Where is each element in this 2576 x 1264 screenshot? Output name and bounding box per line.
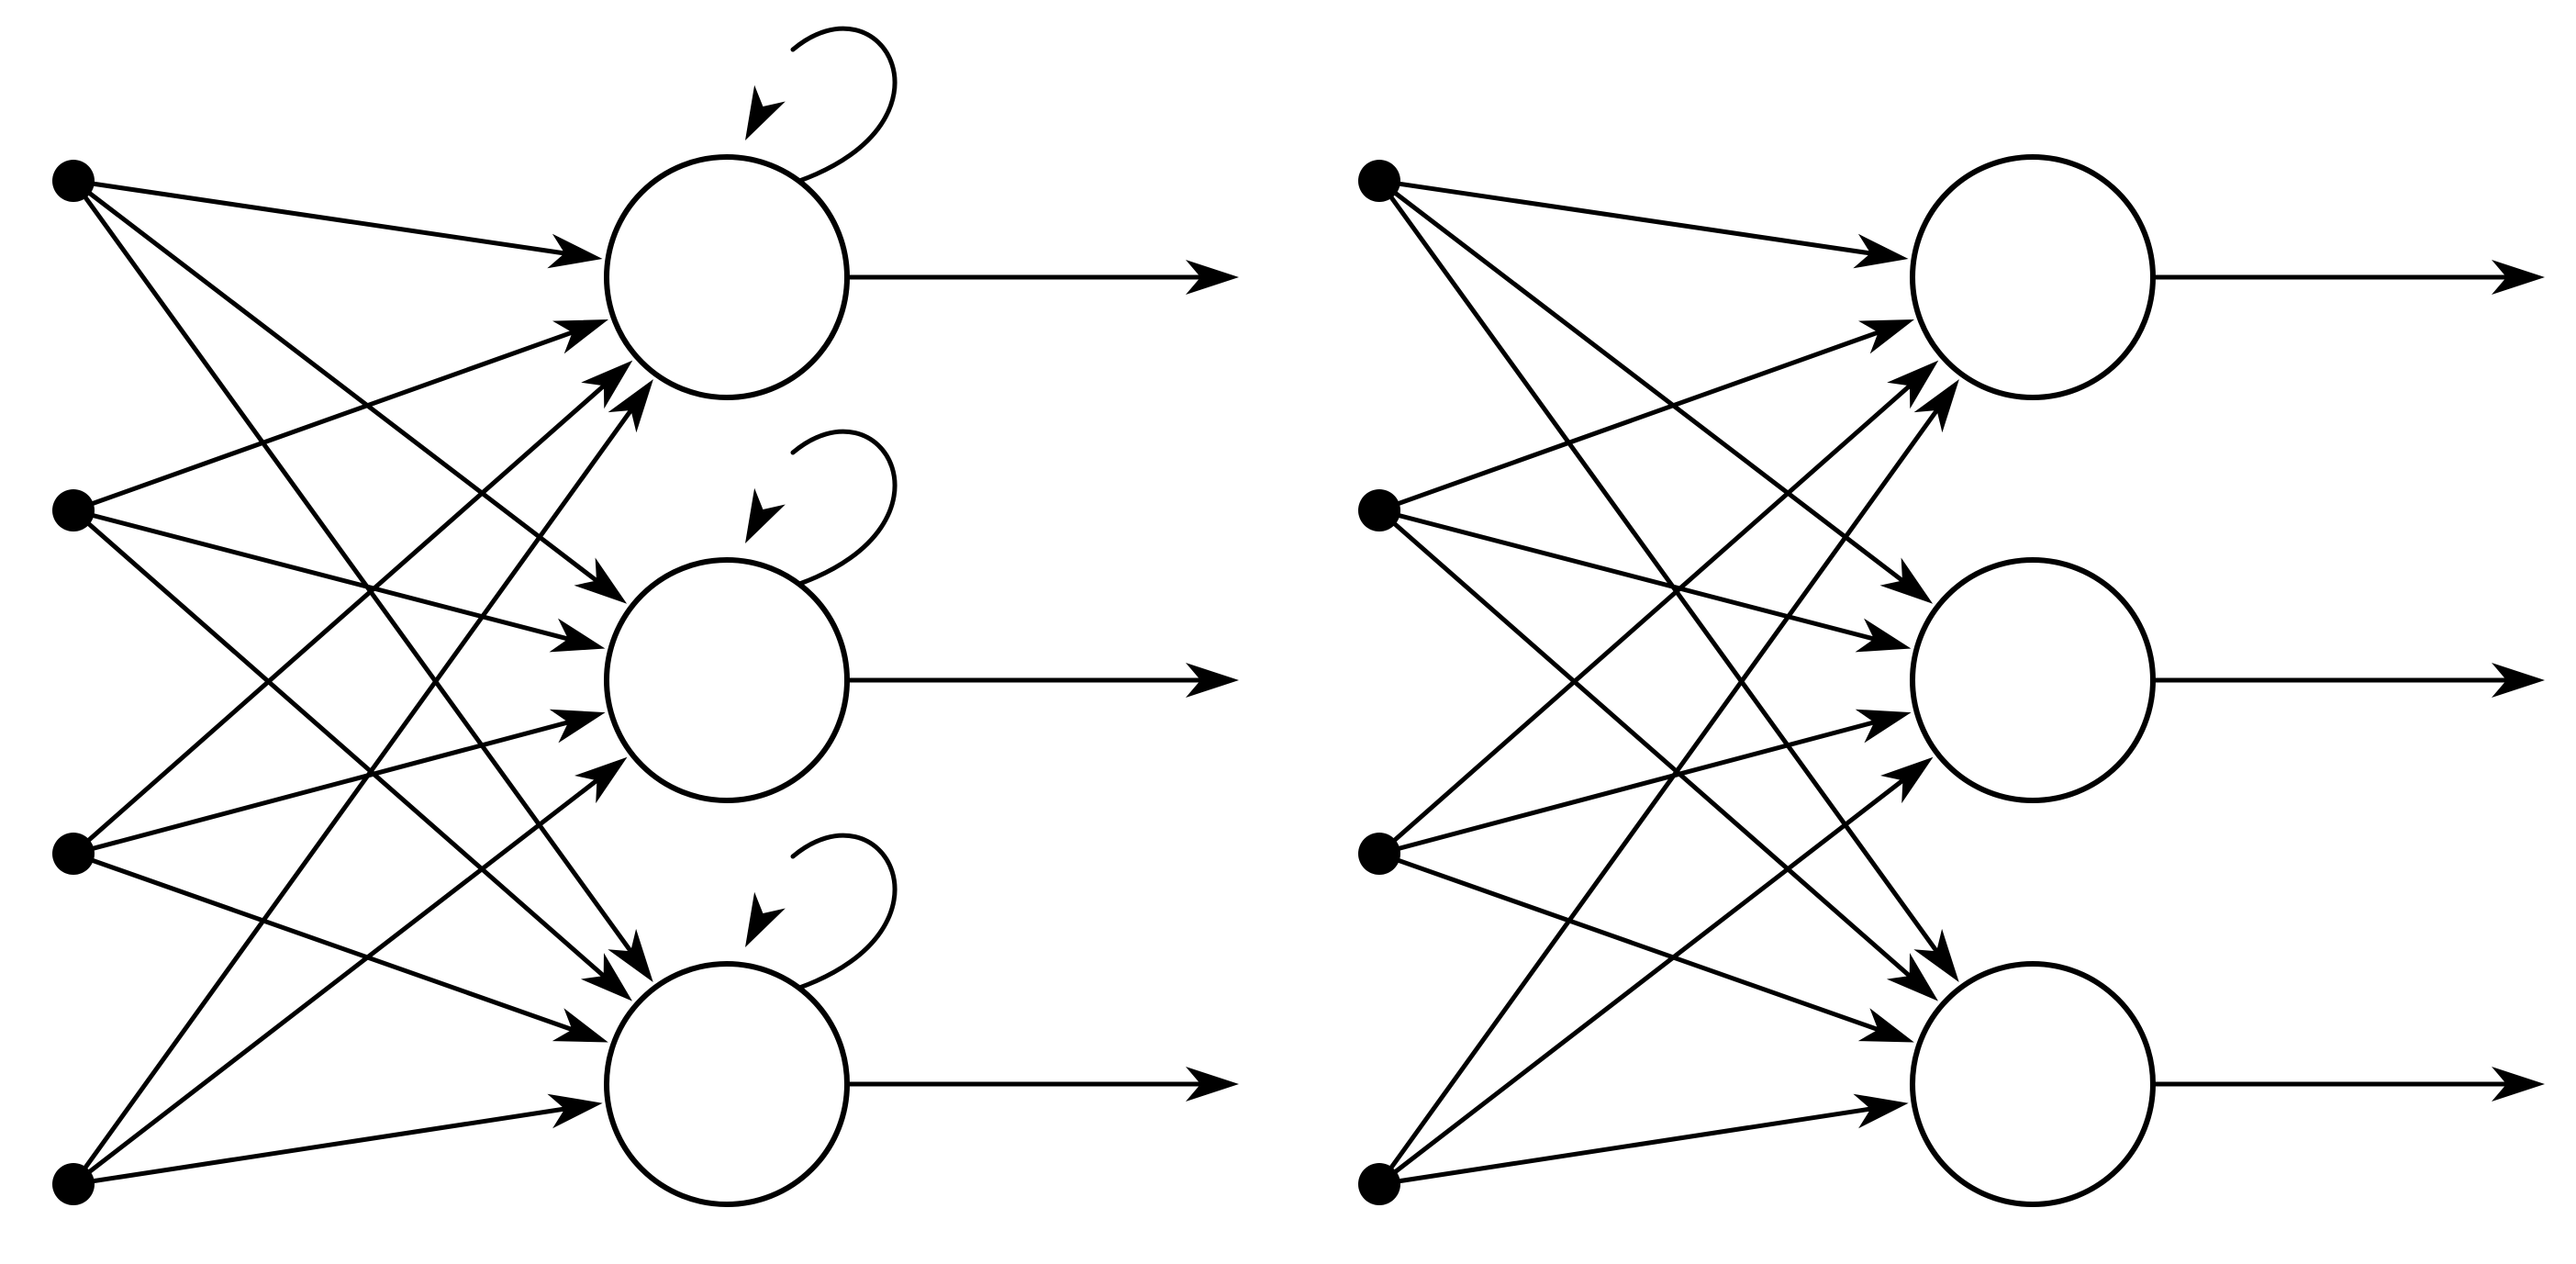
- connection-edge: [71, 178, 634, 955]
- self-loop-arrowhead: [745, 891, 786, 947]
- input-node: [52, 833, 95, 875]
- connection-arrowhead: [1855, 618, 1912, 653]
- connection-edge: [71, 407, 634, 1187]
- connection-arrowhead: [1886, 953, 1938, 1001]
- input-node: [1358, 833, 1400, 875]
- connection-arrowhead: [1887, 360, 1939, 409]
- connection-arrowhead: [1858, 319, 1914, 354]
- connection-edge: [71, 720, 572, 856]
- connection-edge: [1377, 407, 1940, 1187]
- self-loop-edge: [790, 833, 898, 990]
- connection-arrowhead: [1913, 928, 1959, 982]
- connection-edge: [1377, 508, 1912, 979]
- connection-arrowhead: [552, 319, 608, 354]
- connection-edge: [71, 777, 600, 1187]
- connection-arrowhead: [549, 618, 606, 653]
- recurrent-network-panel: [52, 26, 1239, 1207]
- neuron-node: [604, 961, 850, 1207]
- connection-arrowhead: [1913, 379, 1959, 433]
- connection-arrowhead: [1853, 233, 1909, 269]
- self-loop-arrowhead: [745, 84, 786, 140]
- output-arrowhead: [2492, 260, 2545, 295]
- connection-arrowhead: [1857, 1008, 1914, 1043]
- connection-edge: [1377, 851, 1881, 1033]
- connection-edge: [71, 330, 576, 513]
- connection-edge: [1377, 330, 1882, 513]
- connection-arrowhead: [1853, 1093, 1909, 1129]
- neuron-node: [1910, 557, 2156, 803]
- input-node: [1358, 1163, 1400, 1205]
- neuron-node: [1910, 154, 2156, 400]
- input-node: [52, 160, 95, 202]
- neuron-node: [1910, 961, 2156, 1207]
- connection-edge: [1377, 178, 1940, 955]
- connection-arrowhead: [581, 360, 633, 409]
- connection-edge: [1377, 178, 1874, 256]
- connection-arrowhead: [574, 756, 628, 804]
- connection-arrowhead: [1880, 756, 1934, 804]
- input-node: [1358, 160, 1400, 202]
- connection-arrowhead: [574, 557, 628, 604]
- connection-edge: [1377, 720, 1878, 856]
- connection-edge: [1377, 178, 1906, 584]
- output-arrowhead: [2492, 663, 2545, 698]
- input-node: [52, 489, 95, 531]
- connection-arrowhead: [1855, 709, 1912, 744]
- output-arrowhead: [2492, 1067, 2545, 1102]
- connection-edge: [71, 178, 568, 256]
- self-loop-edge: [790, 26, 898, 184]
- feedforward-network-panel: [1358, 154, 2545, 1207]
- self-loop-edge: [790, 429, 898, 587]
- connection-edge: [71, 508, 607, 979]
- input-node: [1358, 489, 1400, 531]
- neuron-node: [604, 154, 850, 400]
- connection-arrowhead: [608, 379, 653, 433]
- connection-arrowhead: [1879, 557, 1934, 604]
- input-node: [52, 1163, 95, 1205]
- connection-edge: [1377, 383, 1913, 856]
- output-arrowhead: [1186, 663, 1239, 698]
- connection-arrowhead: [547, 233, 603, 269]
- connection-edge: [71, 1106, 568, 1187]
- connection-edge: [71, 383, 608, 856]
- connection-arrowhead: [549, 709, 606, 744]
- connection-arrowhead: [552, 1008, 608, 1043]
- self-loop-arrowhead: [745, 487, 786, 543]
- connection-arrowhead: [547, 1093, 603, 1129]
- connection-edge: [71, 508, 572, 642]
- output-arrowhead: [1186, 260, 1239, 295]
- connection-edge: [71, 178, 600, 584]
- connection-arrowhead: [608, 928, 653, 982]
- neuron-node: [604, 557, 850, 803]
- connection-edge: [1377, 1106, 1874, 1187]
- connection-edge: [71, 851, 575, 1033]
- connection-edge: [1377, 777, 1906, 1187]
- output-arrowhead: [1186, 1067, 1239, 1102]
- connection-arrowhead: [580, 953, 632, 1001]
- connection-edge: [1377, 508, 1878, 642]
